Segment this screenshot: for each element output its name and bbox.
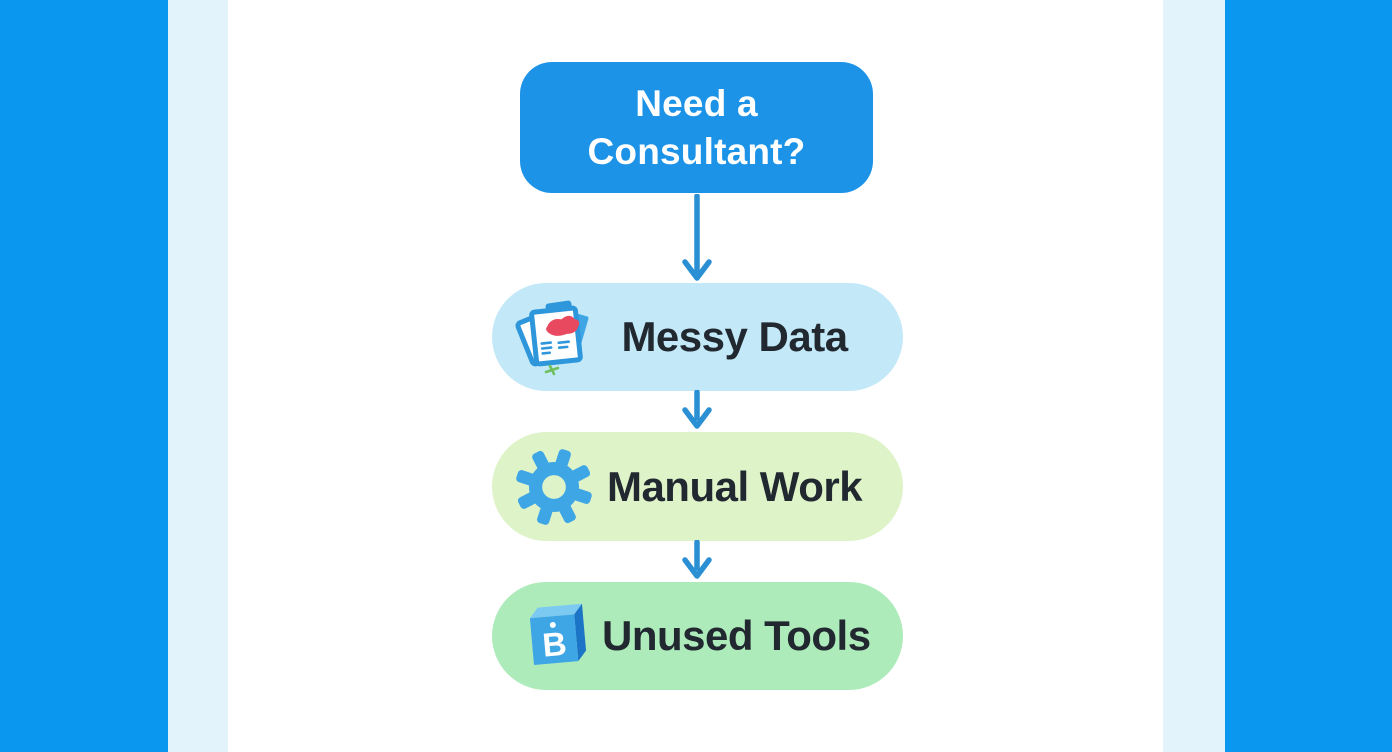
right-blue-bar xyxy=(1225,0,1392,752)
left-light-strip xyxy=(168,0,228,752)
cube-3d-icon: B xyxy=(506,588,602,684)
flowchart-node-messy-data: Messy Data xyxy=(492,283,903,391)
svg-text:B: B xyxy=(541,626,568,665)
flowchart-node-unused-tools: B Unused Tools xyxy=(492,582,903,690)
gear-icon xyxy=(506,439,602,535)
down-arrow-icon xyxy=(679,194,715,286)
step-label: Manual Work xyxy=(606,462,863,510)
step-label: Unused Tools xyxy=(602,612,871,659)
right-light-strip xyxy=(1163,0,1225,752)
down-arrow-icon xyxy=(679,540,715,584)
messy-documents-icon xyxy=(506,289,602,385)
flowchart-node-title: Need a Consultant? xyxy=(520,62,873,193)
title-text: Need a Consultant? xyxy=(587,83,806,172)
flowchart-node-manual-work: Manual Work xyxy=(492,432,903,541)
step-label: Messy Data xyxy=(621,313,848,360)
down-arrow-icon xyxy=(679,390,715,434)
left-blue-bar xyxy=(0,0,168,752)
